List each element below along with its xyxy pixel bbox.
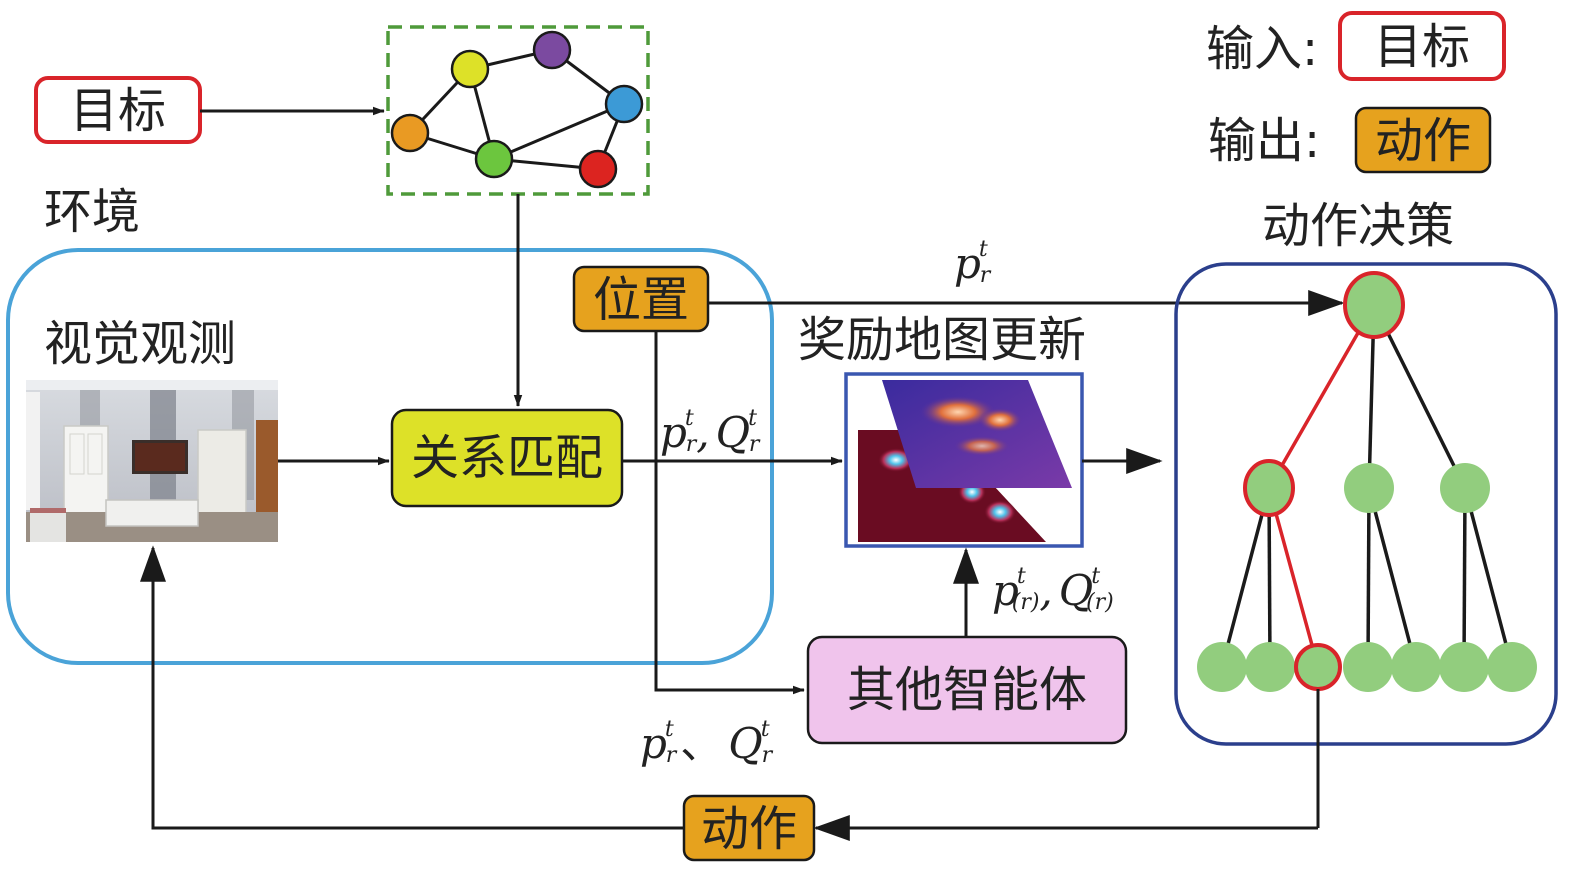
tree-leaf-node [1487, 642, 1537, 692]
other-agents-label: 其他智能体 [847, 662, 1087, 718]
reward-map-label: 奖励地图更新 [798, 312, 1086, 368]
position-to-agents-arrow [654, 331, 805, 695]
graph-node-yellow [450, 49, 490, 89]
action-decision-frame [1174, 262, 1558, 746]
tree-leaf-node [1197, 642, 1247, 692]
environment-label: 环境 [44, 184, 140, 240]
graph-node-purple [532, 30, 572, 70]
graph-node-red [578, 149, 618, 189]
action-to-observation-arrow [140, 545, 684, 830]
tree-leaf-node [1343, 642, 1393, 692]
legend-output-label: 输出: [1208, 113, 1320, 169]
action-decision-label: 动作决策 [1262, 198, 1454, 254]
graph-node-orange [390, 113, 430, 153]
agents-output-math: pt(r),Qt(r) [992, 564, 1114, 615]
action-label: 动作 [701, 801, 797, 857]
legend-input-label: 输入: [1206, 21, 1318, 77]
tree-leaf-node [1245, 642, 1295, 692]
legend-input-value: 目标 [1374, 19, 1470, 75]
environment-frame [6, 248, 774, 665]
tree-leaf-node [1391, 642, 1441, 692]
tree-leaf-node-selected [1294, 643, 1342, 691]
reward-map-image [858, 380, 1072, 542]
tree-leaf-node [1439, 642, 1489, 692]
position-label: 位置 [593, 272, 689, 328]
visual-observation-label: 视觉观测 [44, 316, 236, 372]
tree-mid-node [1440, 463, 1490, 513]
legend-output-value: 动作 [1375, 113, 1471, 169]
graph-node-green [474, 139, 514, 179]
tree-mid-node-selected [1243, 459, 1295, 517]
position-box [572, 265, 710, 333]
tree-mid-node [1344, 463, 1394, 513]
relation-matching-label: 关系匹配 [411, 430, 603, 486]
legend-output-box [1354, 106, 1492, 174]
tree-root-node [1343, 271, 1405, 339]
graph-node-blue [604, 84, 644, 124]
legend-input-box [1338, 11, 1506, 81]
target-label: 目标 [70, 83, 166, 139]
relation-matching-box [390, 408, 624, 508]
visual-observation-image [26, 380, 278, 542]
